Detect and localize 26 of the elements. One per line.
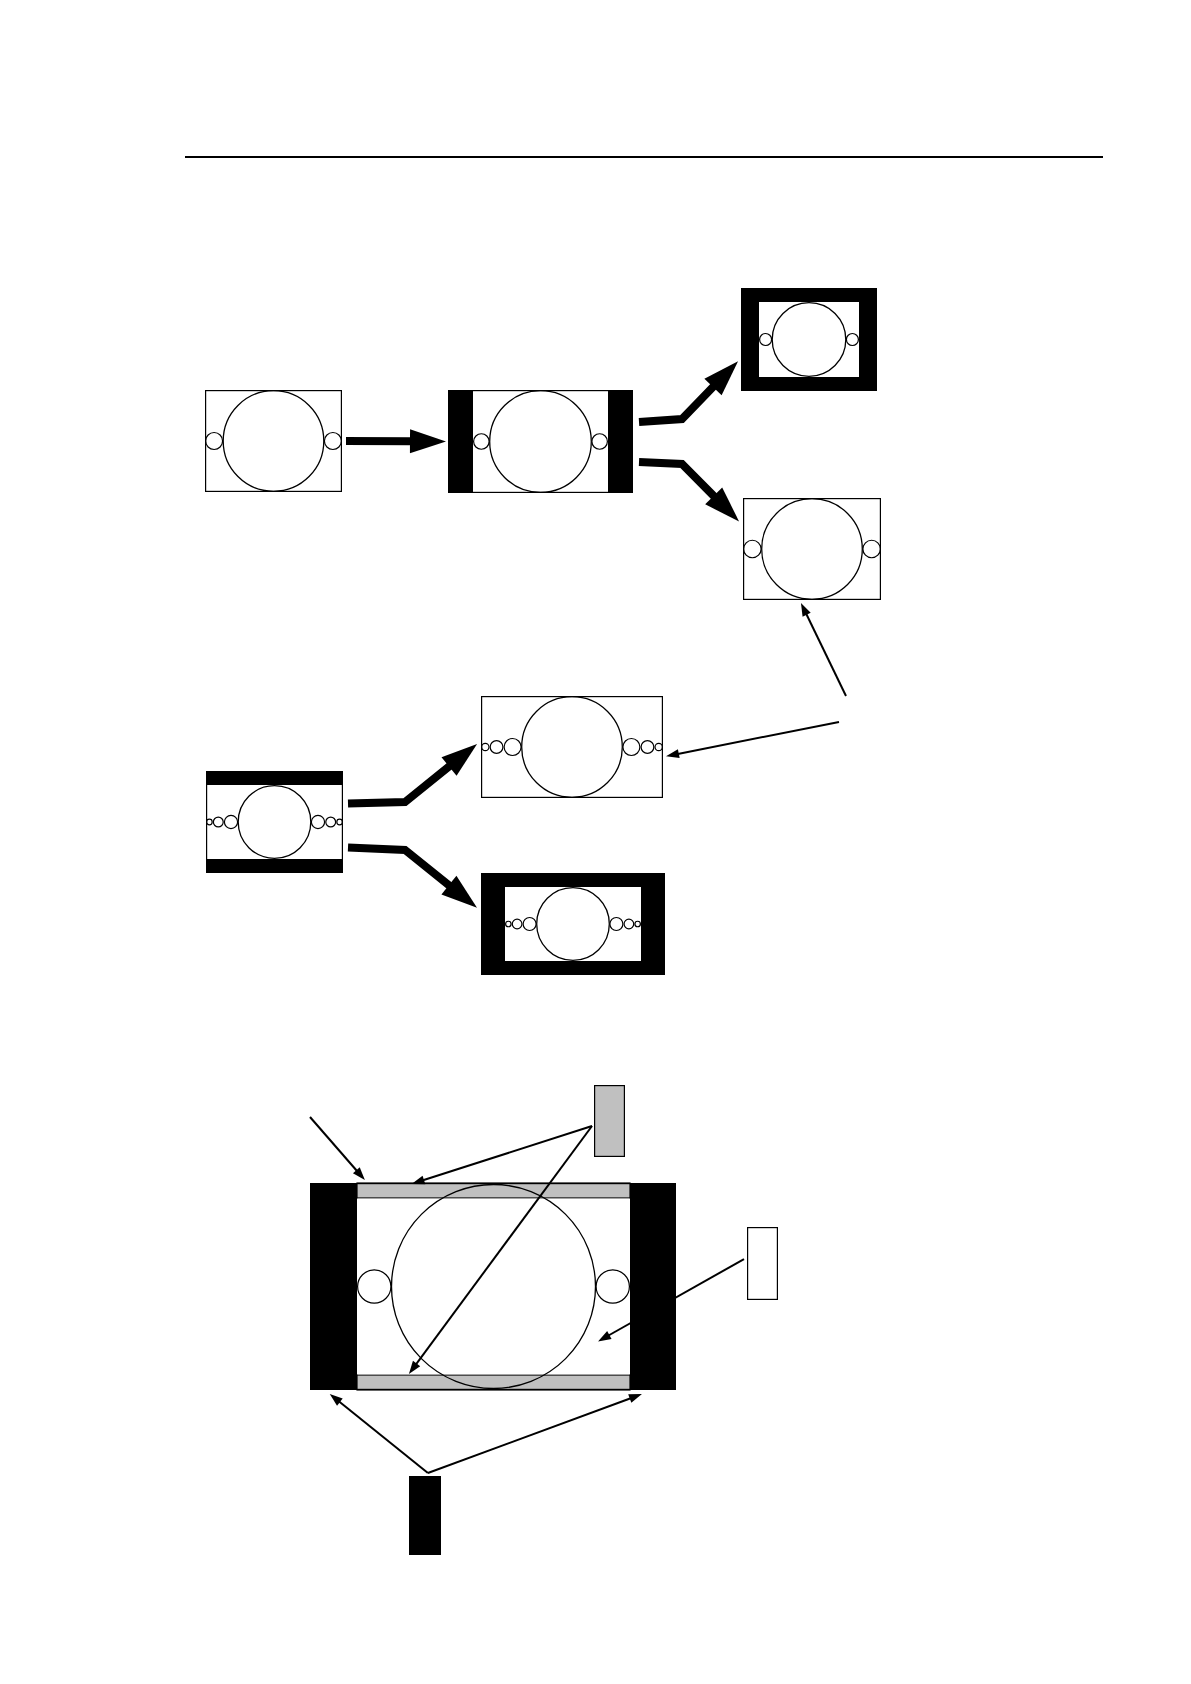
swatch-icon [747, 1227, 778, 1300]
screen-drawing [206, 771, 343, 873]
screen-drawing [481, 873, 665, 975]
screen-drawing [741, 288, 877, 391]
leader-line [800, 603, 847, 697]
leader-line [426, 1394, 642, 1474]
arrow [347, 843, 477, 908]
swatch-icon [409, 1476, 441, 1555]
picture-area [357, 1184, 630, 1389]
leader-line [666, 721, 840, 759]
arrow [638, 361, 739, 426]
screen-drawing [448, 390, 633, 493]
screen-drawing [205, 390, 342, 492]
side-bar [630, 1183, 676, 1390]
screen-drawing [481, 696, 663, 798]
leader-line [329, 1393, 429, 1474]
screen-drawing [310, 1183, 676, 1390]
leader-line [598, 1258, 745, 1342]
screen-drawing [743, 498, 881, 600]
leader-line [309, 1116, 365, 1181]
leader-line [411, 1125, 593, 1185]
leader-line [408, 1125, 593, 1374]
side-bar [310, 1183, 357, 1390]
arrow [347, 743, 478, 808]
swatch-icon [594, 1085, 625, 1157]
arrow [638, 458, 740, 522]
